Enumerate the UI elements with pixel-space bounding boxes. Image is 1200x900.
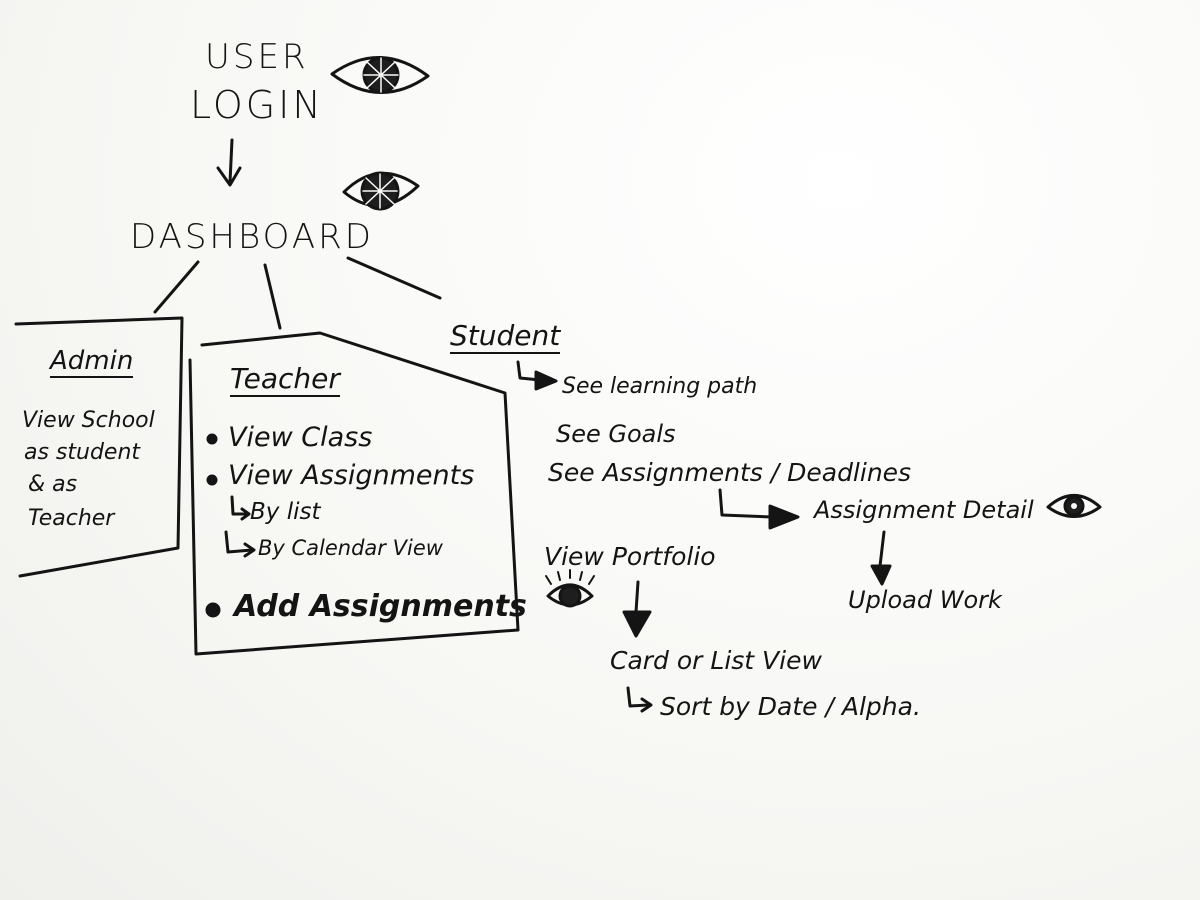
arrowhead	[768, 504, 800, 530]
student-learning-path: See learning path	[562, 374, 758, 399]
student-sort-by: Sort by Date / Alpha.	[660, 692, 921, 721]
by-calendar-arrow	[224, 530, 254, 554]
teacher-view-class: View Class	[228, 422, 373, 453]
branch-teacher-line	[263, 263, 282, 330]
admin-box	[14, 316, 184, 578]
admin-title: Admin	[50, 346, 134, 378]
arrowhead	[622, 610, 652, 638]
admin-line: as student	[24, 440, 141, 465]
arrowhead	[534, 370, 558, 391]
bullet	[206, 474, 218, 486]
bullet	[206, 433, 218, 445]
arrowhead	[240, 507, 251, 521]
teacher-view-assignments: View Assignments	[228, 460, 475, 491]
eye-icon	[330, 56, 430, 94]
eye-icon	[342, 171, 420, 211]
bullet	[205, 602, 221, 618]
sort-arrow	[626, 686, 650, 708]
arrowhead	[870, 564, 892, 586]
upload-arrow	[878, 530, 886, 568]
user-label: USER	[205, 37, 309, 77]
login-to-dashboard-arrow	[228, 138, 234, 184]
portfolio-arrow	[634, 580, 640, 614]
teacher-by-list: By list	[250, 499, 321, 525]
branch-admin-line	[153, 260, 200, 314]
arrowhead	[243, 542, 256, 558]
eye-icon	[545, 569, 595, 608]
eye-icon	[1046, 494, 1102, 518]
admin-line: View School	[22, 408, 155, 433]
teacher-add-assignments: Add Assignments	[234, 589, 527, 624]
teacher-box	[188, 331, 520, 656]
student-assignment-detail: Assignment Detail	[814, 496, 1034, 524]
admin-line: Teacher	[28, 506, 115, 531]
branch-student-line	[346, 256, 442, 300]
login-label: LOGIN	[190, 83, 324, 127]
student-title: Student	[450, 319, 561, 354]
student-card-list: Card or List View	[610, 646, 822, 675]
arrowhead	[216, 166, 242, 187]
arrowhead	[640, 697, 653, 713]
student-goals: See Goals	[556, 420, 676, 448]
by-list-arrow	[230, 495, 249, 516]
detail-arrow	[718, 488, 774, 519]
student-view-portfolio: View Portfolio	[544, 542, 716, 571]
dashboard-label: DASHBOARD	[130, 217, 374, 257]
student-upload-work: Upload Work	[848, 586, 1002, 614]
admin-line: & as	[28, 472, 78, 497]
student-arrow	[516, 360, 542, 382]
student-assignments: See Assignments / Deadlines	[548, 458, 912, 487]
teacher-title: Teacher	[230, 362, 340, 397]
teacher-by-calendar: By Calendar View	[258, 536, 443, 560]
